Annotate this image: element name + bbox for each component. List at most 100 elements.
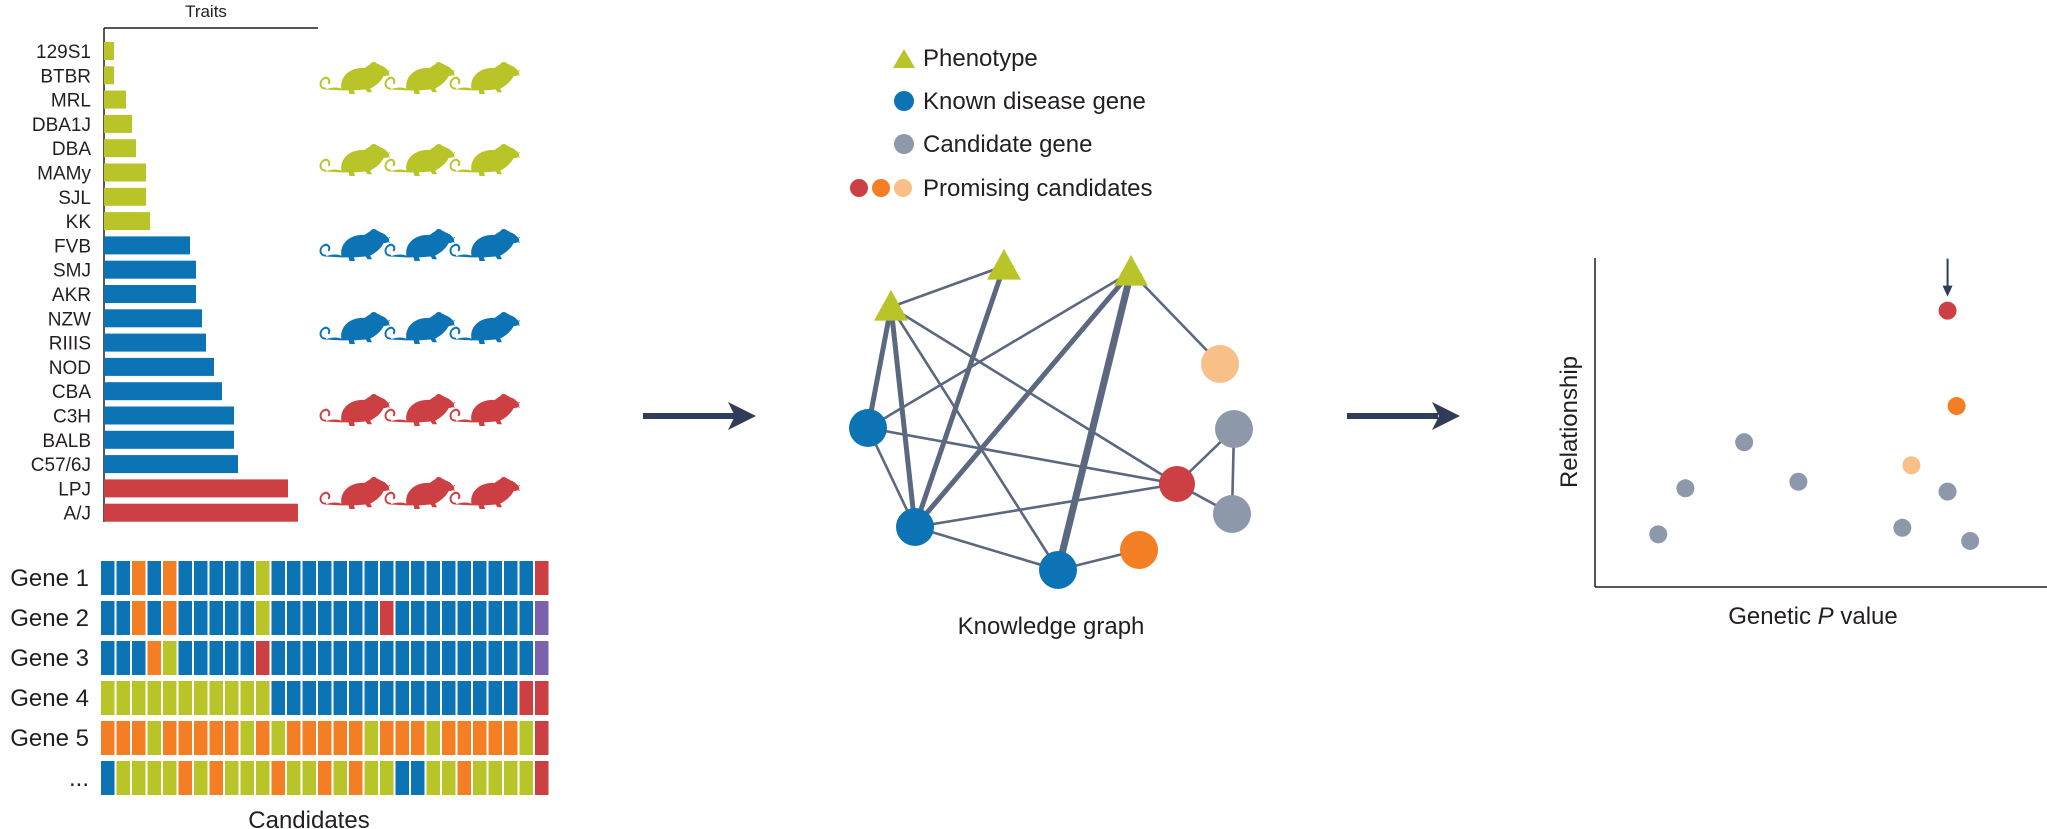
strain-bar	[104, 309, 202, 328]
mouse-icon	[384, 143, 455, 177]
strain-label: DBA1J	[32, 115, 91, 136]
gene-cell	[271, 721, 285, 755]
gene-cell	[271, 681, 285, 715]
gene-cell	[519, 601, 533, 635]
gene-cell	[488, 681, 502, 715]
gene-cell	[116, 561, 130, 595]
gene-cell	[287, 761, 301, 795]
gene-cell	[194, 561, 208, 595]
gene-cell	[318, 601, 332, 635]
gene-cell	[256, 761, 270, 795]
strain-bar	[104, 455, 238, 474]
gene-cell	[209, 761, 223, 795]
gene-cell	[116, 681, 130, 715]
gene-cell	[240, 601, 254, 635]
knowledge-graph-label: Knowledge graph	[958, 613, 1145, 640]
gene-cell	[535, 561, 549, 595]
gene-cell	[380, 761, 394, 795]
gene-cell	[178, 601, 192, 635]
mouse-icons	[319, 61, 520, 510]
gene-cell	[302, 681, 316, 715]
gene-cell	[287, 721, 301, 755]
strain-label: NZW	[48, 309, 91, 330]
gene-cell	[333, 601, 347, 635]
mouse-icon	[384, 476, 455, 510]
gene-cell	[318, 761, 332, 795]
gene-cell	[240, 761, 254, 795]
gene-cell	[380, 601, 394, 635]
gene-cell	[519, 721, 533, 755]
gene-cell	[380, 561, 394, 595]
legend-phenotype-label: Phenotype	[923, 45, 1038, 72]
strain-bar	[104, 212, 150, 231]
gene-cell	[519, 641, 533, 675]
gene-cell	[116, 721, 130, 755]
gene-cell	[457, 641, 471, 675]
gene-cell	[442, 721, 456, 755]
gene-cell	[194, 721, 208, 755]
gene-cell	[163, 561, 177, 595]
mouse-icon	[384, 228, 455, 262]
graph-legend: Phenotype Known disease gene Candidate g…	[850, 45, 1152, 202]
traits-label: Traits	[185, 2, 227, 21]
gene-cell	[225, 561, 239, 595]
gene-cell	[101, 761, 115, 795]
gene-cell	[519, 681, 533, 715]
gene-cell	[178, 681, 192, 715]
gene-cell	[349, 721, 363, 755]
phenotype-node	[874, 290, 908, 321]
legend-promising-label: Promising candidates	[923, 175, 1152, 202]
knowledge-graph: Knowledge graph	[849, 249, 1253, 640]
gene-cells	[101, 561, 549, 795]
gene-cell	[163, 721, 177, 755]
gene-cell	[318, 681, 332, 715]
mouse-icon	[384, 393, 455, 427]
gene-cell	[364, 601, 378, 635]
gene-cell	[101, 721, 115, 755]
gene-cell	[163, 641, 177, 675]
gene-cell	[132, 601, 146, 635]
gene-cell	[163, 681, 177, 715]
strain-label: NOD	[49, 358, 91, 379]
graph-edge	[913, 482, 1179, 529]
graph-nodes	[849, 249, 1253, 589]
strain-bar	[104, 285, 196, 303]
strain-label: LPJ	[58, 479, 91, 500]
gene-cell	[504, 761, 518, 795]
strain-bar	[104, 163, 146, 182]
gene-cell	[240, 681, 254, 715]
strain-bar	[104, 90, 126, 109]
gene-cell	[426, 601, 440, 635]
graph-edge	[866, 270, 1133, 430]
graph-edge	[888, 304, 918, 530]
graph-edge	[889, 305, 1060, 572]
gene-cell	[132, 561, 146, 595]
gene-cell	[535, 601, 549, 635]
gene-cell	[209, 641, 223, 675]
mouse-icon	[449, 311, 520, 345]
strain-bar	[104, 236, 190, 255]
gene-cell	[504, 681, 518, 715]
gene-cell	[426, 561, 440, 595]
strain-label: 129S1	[36, 42, 91, 63]
gene-cell	[194, 641, 208, 675]
strain-bar	[104, 503, 298, 522]
gene-cell	[225, 641, 239, 675]
y-axis-label: Relationship	[1556, 356, 1583, 488]
strain-bar	[104, 382, 222, 401]
gene-cell	[349, 641, 363, 675]
graph-edge	[912, 263, 1007, 530]
gene-cell	[302, 601, 316, 635]
gene-node	[1039, 551, 1077, 589]
scatter-points	[1649, 301, 1980, 550]
gene-cell	[411, 601, 425, 635]
mouse-icon	[449, 61, 520, 95]
strain-label: DBA	[52, 139, 91, 160]
gene-cell	[473, 681, 487, 715]
gene-cell	[132, 721, 146, 755]
gene-cell	[488, 761, 502, 795]
gene-cell	[271, 601, 285, 635]
strain-bar	[104, 187, 146, 206]
